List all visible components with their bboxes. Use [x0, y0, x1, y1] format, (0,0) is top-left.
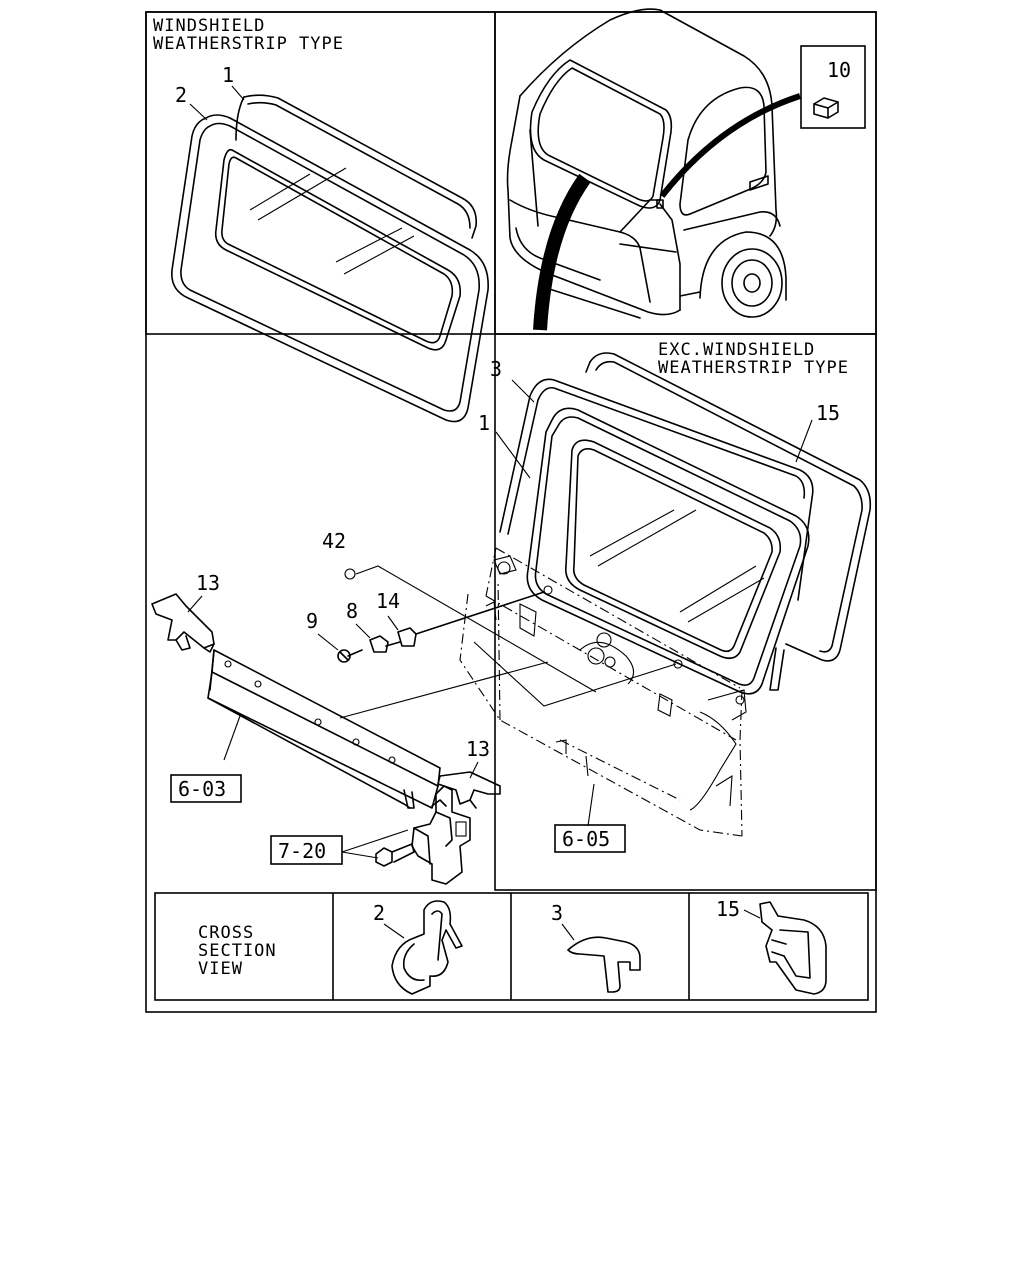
callout-42: 42 — [322, 529, 346, 553]
molding-and-glass-mid — [495, 352, 872, 695]
cross-section-caption-line3: VIEW — [198, 959, 243, 979]
part-10-block-icon — [813, 97, 839, 119]
ref-box-6-05 — [554, 824, 626, 853]
cross-section-caption-line2: SECTION — [198, 941, 277, 961]
exc-type-caption-line2: WEATHERSTRIP TYPE — [658, 358, 849, 378]
part-9-screw — [337, 649, 363, 663]
cross-section-profile-3 — [567, 936, 641, 993]
molding-indicator-right — [659, 93, 801, 198]
cross-section-label-3: 3 — [551, 901, 563, 925]
callout-1-mid: 1 — [478, 411, 490, 435]
callout-1-top: 1 — [222, 63, 234, 87]
ref-6-03: 6-03 — [178, 777, 226, 801]
part-13-right-bracket — [437, 771, 501, 809]
cowl-panel — [459, 547, 747, 837]
cross-section-profile-2 — [391, 900, 463, 995]
callout-2-top: 2 — [175, 83, 187, 107]
part-13-left-bracket — [151, 593, 215, 653]
windshield-type-caption-line2: WEATHERSTRIP TYPE — [153, 34, 344, 54]
callout-14: 14 — [376, 589, 400, 613]
ref-6-05: 6-05 — [562, 827, 610, 851]
callout-9: 9 — [306, 609, 318, 633]
callout-15: 15 — [816, 401, 840, 425]
cross-section-label-15: 15 — [716, 897, 740, 921]
molding-indicator-left — [533, 173, 591, 331]
windshield-panel-box — [145, 11, 496, 335]
ref-7-20: 7-20 — [278, 839, 326, 863]
callout-8: 8 — [346, 599, 358, 623]
part-7-20-bolt — [375, 843, 415, 867]
outer-frame — [145, 11, 877, 1013]
mounting-bracket — [411, 785, 471, 885]
callout-13-right: 13 — [466, 737, 490, 761]
callout-13-left: 13 — [196, 571, 220, 595]
glass-and-weatherstrip-top — [171, 85, 489, 423]
windshield-type-caption-line1: WINDSHIELD — [153, 16, 265, 36]
ref-box-6-03 — [170, 774, 242, 803]
front-panel-6-03 — [207, 649, 549, 809]
part-42-clip — [344, 568, 356, 580]
part-8-nut — [369, 635, 401, 653]
ref-box-7-20 — [270, 835, 343, 865]
cross-section-caption-line1: CROSS — [198, 923, 254, 943]
part-10-box — [800, 45, 866, 129]
callout-3: 3 — [490, 357, 502, 381]
callout-10: 10 — [827, 58, 851, 82]
truck-cab-view — [506, 8, 801, 331]
exc-type-caption-line1: EXC.WINDSHIELD — [658, 340, 815, 360]
part-14-clip — [397, 591, 545, 647]
cross-section-label-2: 2 — [373, 901, 385, 925]
cross-section-profile-15 — [759, 901, 827, 995]
